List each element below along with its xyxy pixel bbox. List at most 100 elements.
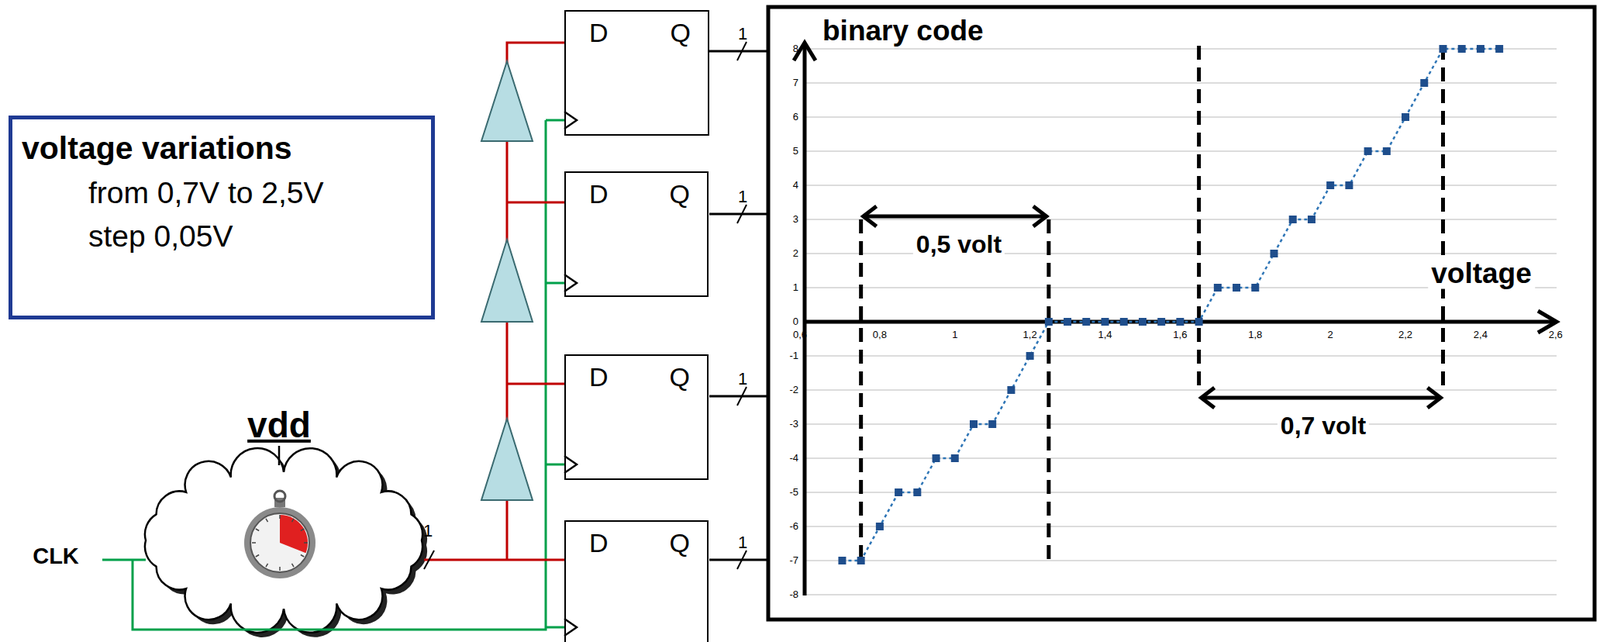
grid-line bbox=[804, 389, 1557, 390]
delay-wire bbox=[506, 382, 565, 386]
clk-wire bbox=[545, 463, 565, 466]
data-point bbox=[1213, 283, 1222, 292]
dashed-marker bbox=[858, 219, 863, 562]
tick-label: 5 bbox=[793, 145, 799, 157]
axis-title: binary code bbox=[819, 16, 987, 47]
data-point bbox=[913, 488, 921, 497]
supply-name: vdd bbox=[247, 406, 311, 444]
vdd-wire bbox=[278, 445, 281, 466]
data-point bbox=[969, 420, 978, 428]
tick-label: 2,6 bbox=[1548, 329, 1563, 341]
tick-label: 4 bbox=[793, 179, 799, 191]
axis-title: voltage bbox=[1427, 258, 1535, 290]
box-line: from 0,7V to 2,5V bbox=[88, 175, 422, 211]
clock-input bbox=[564, 111, 577, 129]
stopwatch-case bbox=[244, 506, 316, 579]
bus-slash bbox=[424, 550, 435, 569]
data-point bbox=[1026, 351, 1035, 360]
grid-line bbox=[804, 457, 1557, 459]
bus-width: 1 bbox=[737, 24, 748, 43]
data-point bbox=[1175, 317, 1184, 326]
dashed-marker bbox=[1196, 45, 1201, 388]
data-point bbox=[837, 556, 846, 565]
delay-wire bbox=[506, 201, 565, 204]
dimension-label: 0,7 volt bbox=[1277, 413, 1369, 440]
grid-line bbox=[804, 82, 1557, 83]
dashed-marker bbox=[1046, 219, 1051, 562]
data-point bbox=[1438, 44, 1447, 53]
dimension-arrow bbox=[1201, 387, 1215, 408]
grid-line bbox=[804, 150, 1557, 152]
tick-label: 2 bbox=[1327, 329, 1334, 341]
q-wire bbox=[709, 395, 769, 398]
flip-flop: DQ bbox=[564, 10, 710, 136]
flip-flop: DQ bbox=[564, 171, 709, 297]
tick-label: 2,2 bbox=[1398, 329, 1413, 341]
bus-width: 1 bbox=[737, 533, 748, 552]
data-point bbox=[1307, 215, 1316, 224]
q-wire bbox=[709, 213, 769, 216]
tick-label: -1 bbox=[789, 350, 799, 362]
stopwatch-ring bbox=[274, 490, 286, 502]
data-point bbox=[1251, 283, 1259, 292]
flip-flop: DQ bbox=[564, 520, 709, 642]
q-wire bbox=[709, 50, 769, 53]
bus-width: 1 bbox=[423, 521, 433, 540]
tick-label: 1 bbox=[793, 282, 799, 294]
bus-width: 1 bbox=[737, 187, 748, 206]
pin-label: Q bbox=[669, 362, 690, 393]
data-point bbox=[1157, 317, 1166, 326]
dimension-arrow bbox=[1202, 396, 1441, 400]
bus-slash bbox=[737, 550, 747, 569]
data-point bbox=[1101, 317, 1110, 326]
stopwatch-tick bbox=[251, 541, 256, 544]
pin-label: Q bbox=[669, 527, 690, 559]
box-heading: voltage variations bbox=[21, 130, 422, 167]
data-point bbox=[1495, 44, 1504, 53]
data-point bbox=[1458, 44, 1466, 53]
tick-label: -5 bbox=[789, 486, 799, 498]
data-point bbox=[1232, 283, 1241, 292]
pin-label: D bbox=[589, 362, 609, 393]
data-point bbox=[894, 488, 903, 497]
data-point bbox=[857, 556, 866, 565]
tick-label: 1,6 bbox=[1172, 329, 1187, 341]
tick-label: -4 bbox=[789, 452, 799, 464]
tick-label: 1 bbox=[951, 329, 958, 341]
dimension-label: 0,5 volt bbox=[913, 231, 1005, 259]
clk-wire bbox=[545, 119, 565, 122]
buffer-symbol bbox=[481, 418, 533, 500]
data-point bbox=[1138, 317, 1147, 326]
tick-label: -6 bbox=[789, 520, 799, 532]
dimension-arrow bbox=[863, 206, 877, 227]
stopwatch-tick bbox=[265, 518, 269, 522]
stopwatch-tick bbox=[255, 528, 259, 532]
box-line: step 0,05V bbox=[88, 219, 422, 254]
grid-line bbox=[804, 525, 1557, 527]
stopwatch-tick bbox=[303, 541, 308, 544]
clk-wire bbox=[102, 558, 146, 562]
pin-label: D bbox=[589, 17, 609, 49]
bus-slash bbox=[737, 386, 747, 406]
tick-label: -3 bbox=[789, 418, 799, 430]
data-point bbox=[988, 420, 997, 428]
bus-width: 1 bbox=[737, 369, 748, 388]
pin-label: D bbox=[589, 527, 609, 559]
clk-wire bbox=[545, 626, 565, 629]
grid-line bbox=[804, 593, 1557, 595]
data-line bbox=[841, 48, 1500, 561]
pin-label: D bbox=[589, 179, 609, 210]
data-point bbox=[1401, 113, 1410, 121]
data-point bbox=[1344, 181, 1353, 190]
tick-label: 0 bbox=[793, 316, 799, 328]
data-point bbox=[1195, 317, 1204, 326]
dimension-arrow bbox=[864, 214, 1046, 219]
grid-line bbox=[804, 423, 1557, 425]
dimension-arrow bbox=[1427, 387, 1441, 408]
data-point bbox=[1270, 249, 1279, 258]
data-point bbox=[1082, 317, 1090, 326]
tick-label: 8 bbox=[793, 43, 799, 55]
dashed-marker bbox=[1441, 45, 1445, 388]
pin-label: Q bbox=[670, 17, 691, 49]
